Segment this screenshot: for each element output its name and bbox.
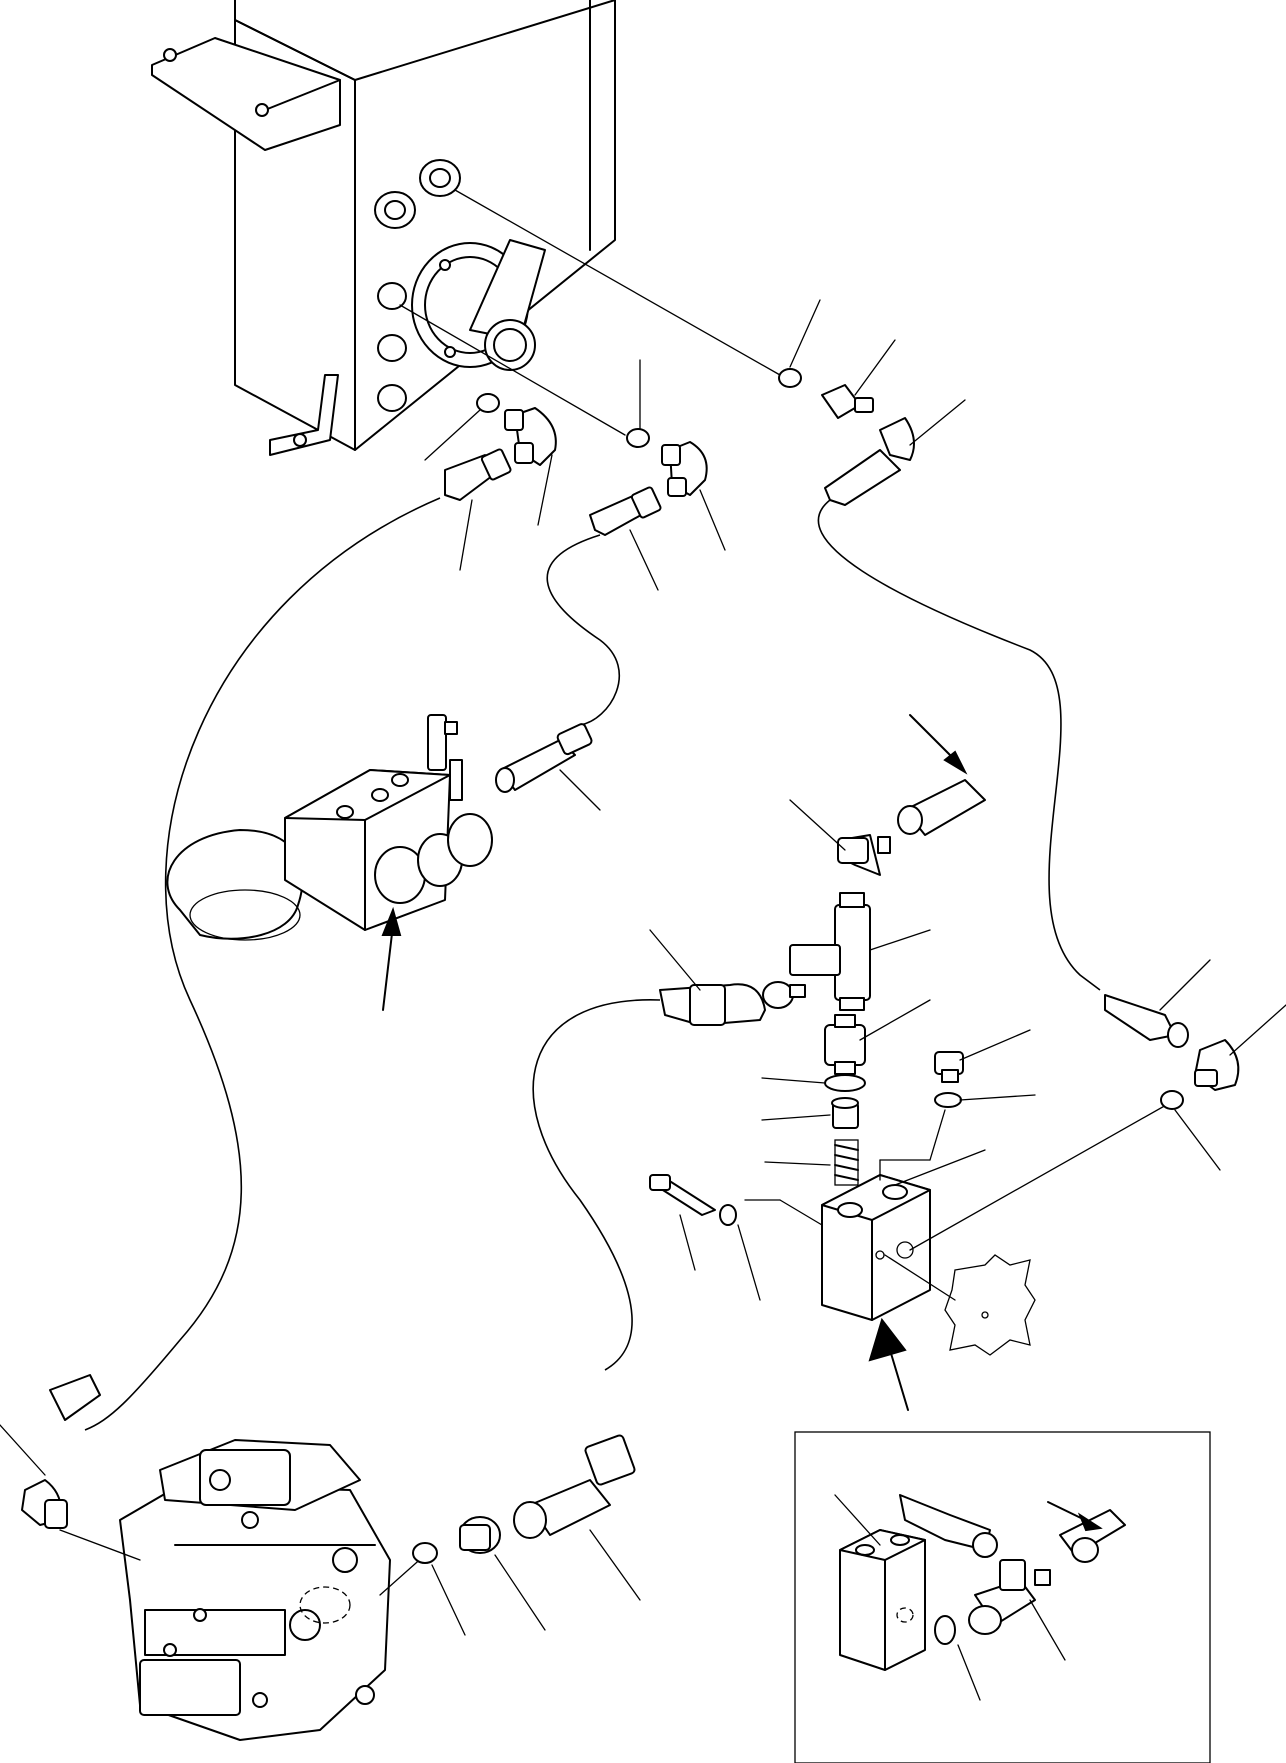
hydraulic-tank [151,0,616,456]
tee-fitting [789,892,871,1011]
hose-end [513,1434,636,1539]
o-ring [412,1542,438,1564]
hoses [84,497,1101,1431]
hose-end [495,723,593,793]
washer [719,1204,737,1226]
hose-elbow [659,981,806,1026]
hose-end [444,448,512,501]
check-valve [831,1097,859,1129]
valve-block [821,1174,931,1321]
o-ring [1160,1090,1184,1110]
name-plate [944,1254,1036,1356]
plug [934,1051,964,1083]
connector-fitting [824,1014,866,1075]
bolt [649,1174,716,1216]
hose-end [589,486,662,536]
elbow-fitting [824,417,915,506]
o-ring [476,393,500,413]
adapter-fitting [459,1516,501,1554]
elbow-fitting [661,441,708,497]
elbow-fitting [21,1374,101,1529]
accumulator-valve-block [166,714,493,941]
inset-detail [794,1431,1211,1763]
elbow-fitting [837,834,891,876]
tank-ports [374,159,546,412]
hose-end [1104,994,1189,1048]
elbow-fitting [504,407,557,466]
o-ring [824,1074,866,1092]
pump-assembly [119,1439,391,1741]
elbow-fitting [1194,1039,1240,1091]
relief-valve-spring [834,1139,859,1186]
adapter-fitting [821,384,874,419]
o-ring [626,428,650,448]
o-ring [778,368,802,388]
hose-end [897,779,986,836]
washer [934,1092,962,1108]
